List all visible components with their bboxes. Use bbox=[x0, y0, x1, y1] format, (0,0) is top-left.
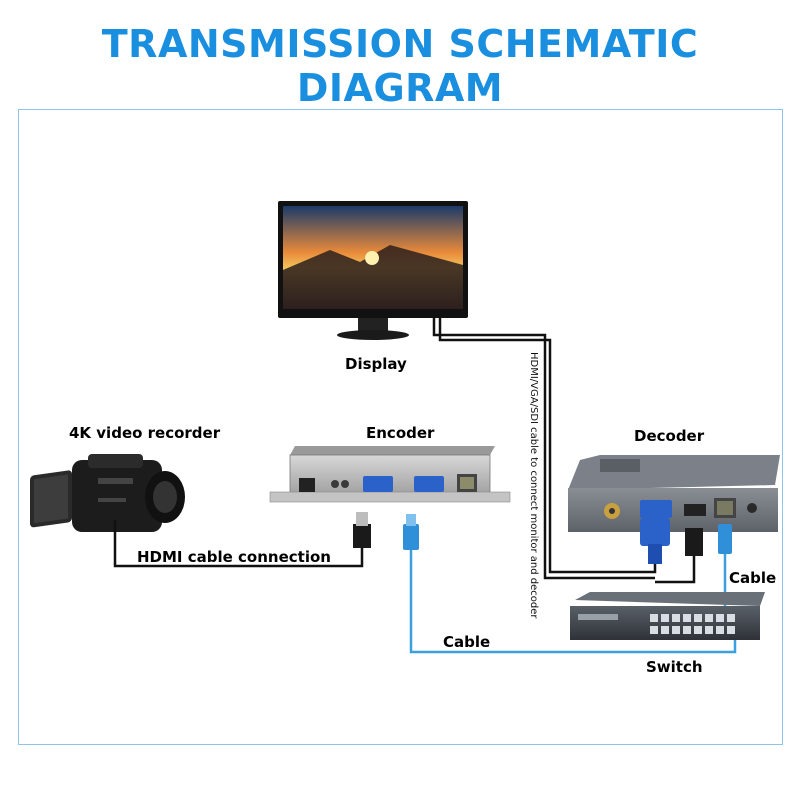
cable-left-label: Cable bbox=[443, 633, 491, 651]
diagram-title: TRANSMISSION SCHEMATIC DIAGRAM bbox=[101, 22, 699, 110]
cable-right-label: Cable bbox=[729, 569, 777, 587]
hdmi-connection-label: HDMI cable connection bbox=[137, 548, 331, 566]
camcorder-icon bbox=[30, 454, 185, 532]
decoder-label: Decoder bbox=[634, 427, 705, 445]
decoder-device-icon bbox=[568, 455, 780, 610]
vertical-cable-label: HDMI/VGA/SDI cable to connect monitor an… bbox=[528, 352, 539, 619]
diagram-frame bbox=[18, 109, 783, 745]
hdmi-cable-icon bbox=[113, 512, 371, 568]
encoder-label: Encoder bbox=[366, 424, 435, 442]
monitor-cable-icon bbox=[432, 318, 657, 580]
display-label: Display bbox=[345, 355, 407, 373]
switch-label: Switch bbox=[646, 658, 703, 676]
recorder-label: 4K video recorder bbox=[69, 424, 221, 442]
encoder-device-icon bbox=[269, 446, 511, 503]
display-monitor-icon bbox=[278, 201, 468, 340]
network-switch-icon bbox=[570, 592, 765, 640]
